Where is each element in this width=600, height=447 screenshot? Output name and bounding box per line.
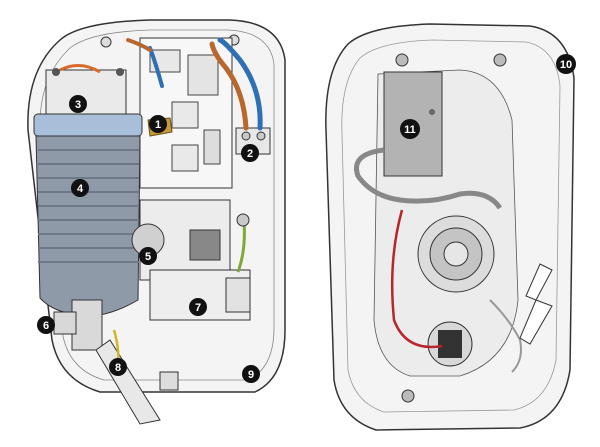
heater-tank-top (33, 113, 143, 137)
cutout-screw-1 (52, 68, 60, 76)
svg-text:1: 1 (155, 119, 161, 131)
ribbon-cable (354, 147, 503, 210)
callout-11: 11 (400, 119, 420, 139)
right-case-inner-rim (341, 39, 561, 413)
pcb-relay-2 (171, 144, 199, 172)
wire-brown-top (126, 38, 152, 52)
earth-terminal (236, 213, 250, 227)
pcb-connector (203, 129, 221, 165)
svg-text:7: 7 (195, 302, 201, 314)
svg-text:9: 9 (248, 369, 254, 381)
svg-text:10: 10 (560, 59, 572, 71)
pcb-component-b (187, 54, 219, 96)
wire-grey-probe (489, 299, 522, 373)
callout-8: 8 (109, 358, 127, 376)
callout-5: 5 (139, 247, 157, 265)
callout-4: 4 (71, 179, 89, 197)
heater-tank-ribs (38, 149, 139, 263)
callout-3: 3 (69, 95, 87, 113)
svg-text:8: 8 (115, 362, 121, 374)
callout-1: 1 (149, 115, 167, 133)
wire-blue-main (217, 37, 263, 131)
flow-valve-outlet (225, 277, 251, 313)
callout-10: 10 (556, 54, 576, 74)
svg-text:5: 5 (145, 251, 151, 263)
svg-text:11: 11 (404, 124, 416, 136)
wire-brown-main (209, 41, 249, 131)
cutout-wire-orange (59, 64, 101, 74)
right-unit-cover (325, 23, 575, 431)
right-boss-top-left (395, 53, 409, 67)
callout-2: 2 (241, 144, 259, 162)
wire-earth (236, 221, 246, 273)
cutout-screw-2 (116, 68, 124, 76)
lower-switch-body (438, 330, 462, 358)
svg-text:2: 2 (247, 148, 253, 160)
wire-red (390, 209, 443, 349)
pressure-relief-outlet (53, 311, 77, 335)
svg-text:4: 4 (77, 183, 84, 195)
left-unit-interior (27, 19, 286, 425)
svg-text:6: 6 (43, 320, 49, 332)
thermal-cutout (45, 69, 127, 117)
terminal-screw-right (256, 131, 266, 141)
control-module-screw (429, 109, 435, 115)
bottom-inlet-clip (159, 371, 179, 391)
left-mount-hole-top (100, 36, 112, 48)
terminal-screw-left (241, 131, 251, 141)
valve-coil (189, 229, 221, 261)
callout-7: 7 (189, 298, 207, 316)
callout-6: 6 (37, 316, 55, 334)
control-knob-centre (443, 241, 469, 267)
pcb-relay-1 (171, 101, 199, 129)
probe-2 (519, 299, 553, 345)
right-boss-top-right (493, 53, 507, 67)
right-boss-bottom-left (401, 389, 415, 403)
callout-9: 9 (242, 365, 260, 383)
svg-text:3: 3 (75, 99, 81, 111)
